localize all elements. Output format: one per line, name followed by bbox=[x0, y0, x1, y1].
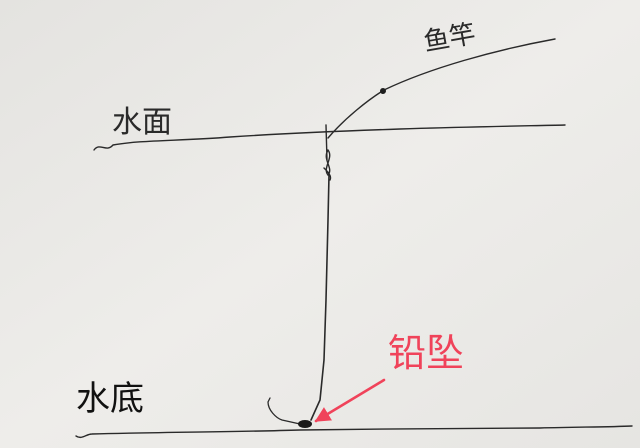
sinker-label: 铅坠 bbox=[388, 331, 465, 375]
rod-guide-dot bbox=[380, 88, 386, 94]
water-surface-line bbox=[93, 124, 566, 151]
sinker-arrow bbox=[314, 378, 386, 423]
water-bottom-line bbox=[75, 425, 633, 439]
fishing-rod-line bbox=[327, 38, 556, 139]
hook-line bbox=[267, 397, 301, 425]
sinker-weight bbox=[298, 420, 312, 428]
water-bottom-label: 水底 bbox=[76, 379, 144, 419]
water-surface-label: 水面 bbox=[112, 105, 172, 140]
fishing-line bbox=[310, 174, 330, 421]
float-marker bbox=[323, 124, 332, 181]
